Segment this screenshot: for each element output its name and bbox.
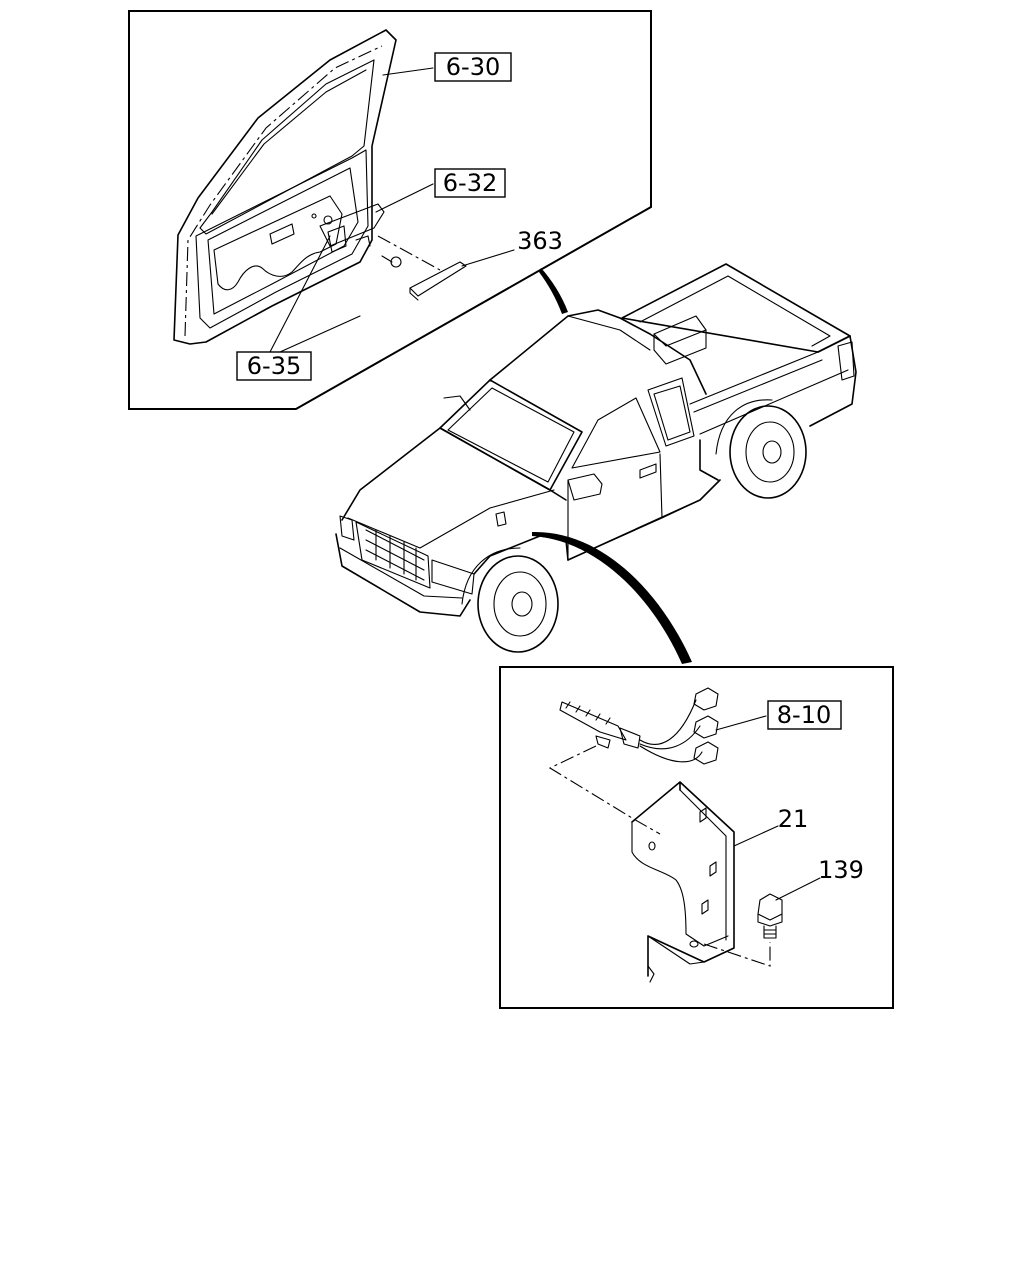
label-21: 21 bbox=[778, 805, 809, 833]
leader-21 bbox=[733, 825, 779, 847]
leader-8-10 bbox=[715, 715, 767, 731]
leader-139 bbox=[775, 877, 821, 901]
label-363: 363 bbox=[517, 227, 563, 255]
label-6-35: 6-35 bbox=[247, 352, 301, 380]
harness-drawing bbox=[559, 687, 719, 765]
leader-6-30 bbox=[382, 67, 434, 76]
label-box-8-10 bbox=[767, 700, 842, 730]
door-panel-drawing bbox=[173, 29, 467, 345]
bolt-drawing bbox=[757, 893, 783, 939]
bracket-inset-frame bbox=[499, 666, 894, 1009]
label-box-6-35 bbox=[236, 351, 312, 381]
leader-363 bbox=[461, 249, 515, 267]
label-box-6-30 bbox=[434, 52, 512, 82]
bracket-pointer-arrow bbox=[532, 531, 692, 664]
install-line-bolt bbox=[703, 942, 771, 967]
label-8-10: 8-10 bbox=[777, 701, 831, 729]
install-line-sensor bbox=[548, 745, 661, 835]
leader-6-35-a bbox=[269, 235, 331, 353]
label-6-30: 6-30 bbox=[446, 53, 500, 81]
leader-6-32 bbox=[375, 183, 434, 213]
door-inset-frame bbox=[128, 10, 652, 410]
leader-6-35-b bbox=[279, 315, 361, 353]
bracket-inset: 8-10 21 139 bbox=[499, 666, 894, 1009]
label-139: 139 bbox=[818, 856, 864, 884]
door-pointer-arrow bbox=[539, 268, 568, 314]
label-box-6-32 bbox=[434, 168, 506, 198]
door-inset: 6-30 6-32 363 6-35 bbox=[128, 10, 652, 410]
pickup-truck-drawing bbox=[335, 263, 857, 653]
label-6-32: 6-32 bbox=[443, 169, 497, 197]
bracket-drawing bbox=[631, 781, 735, 983]
